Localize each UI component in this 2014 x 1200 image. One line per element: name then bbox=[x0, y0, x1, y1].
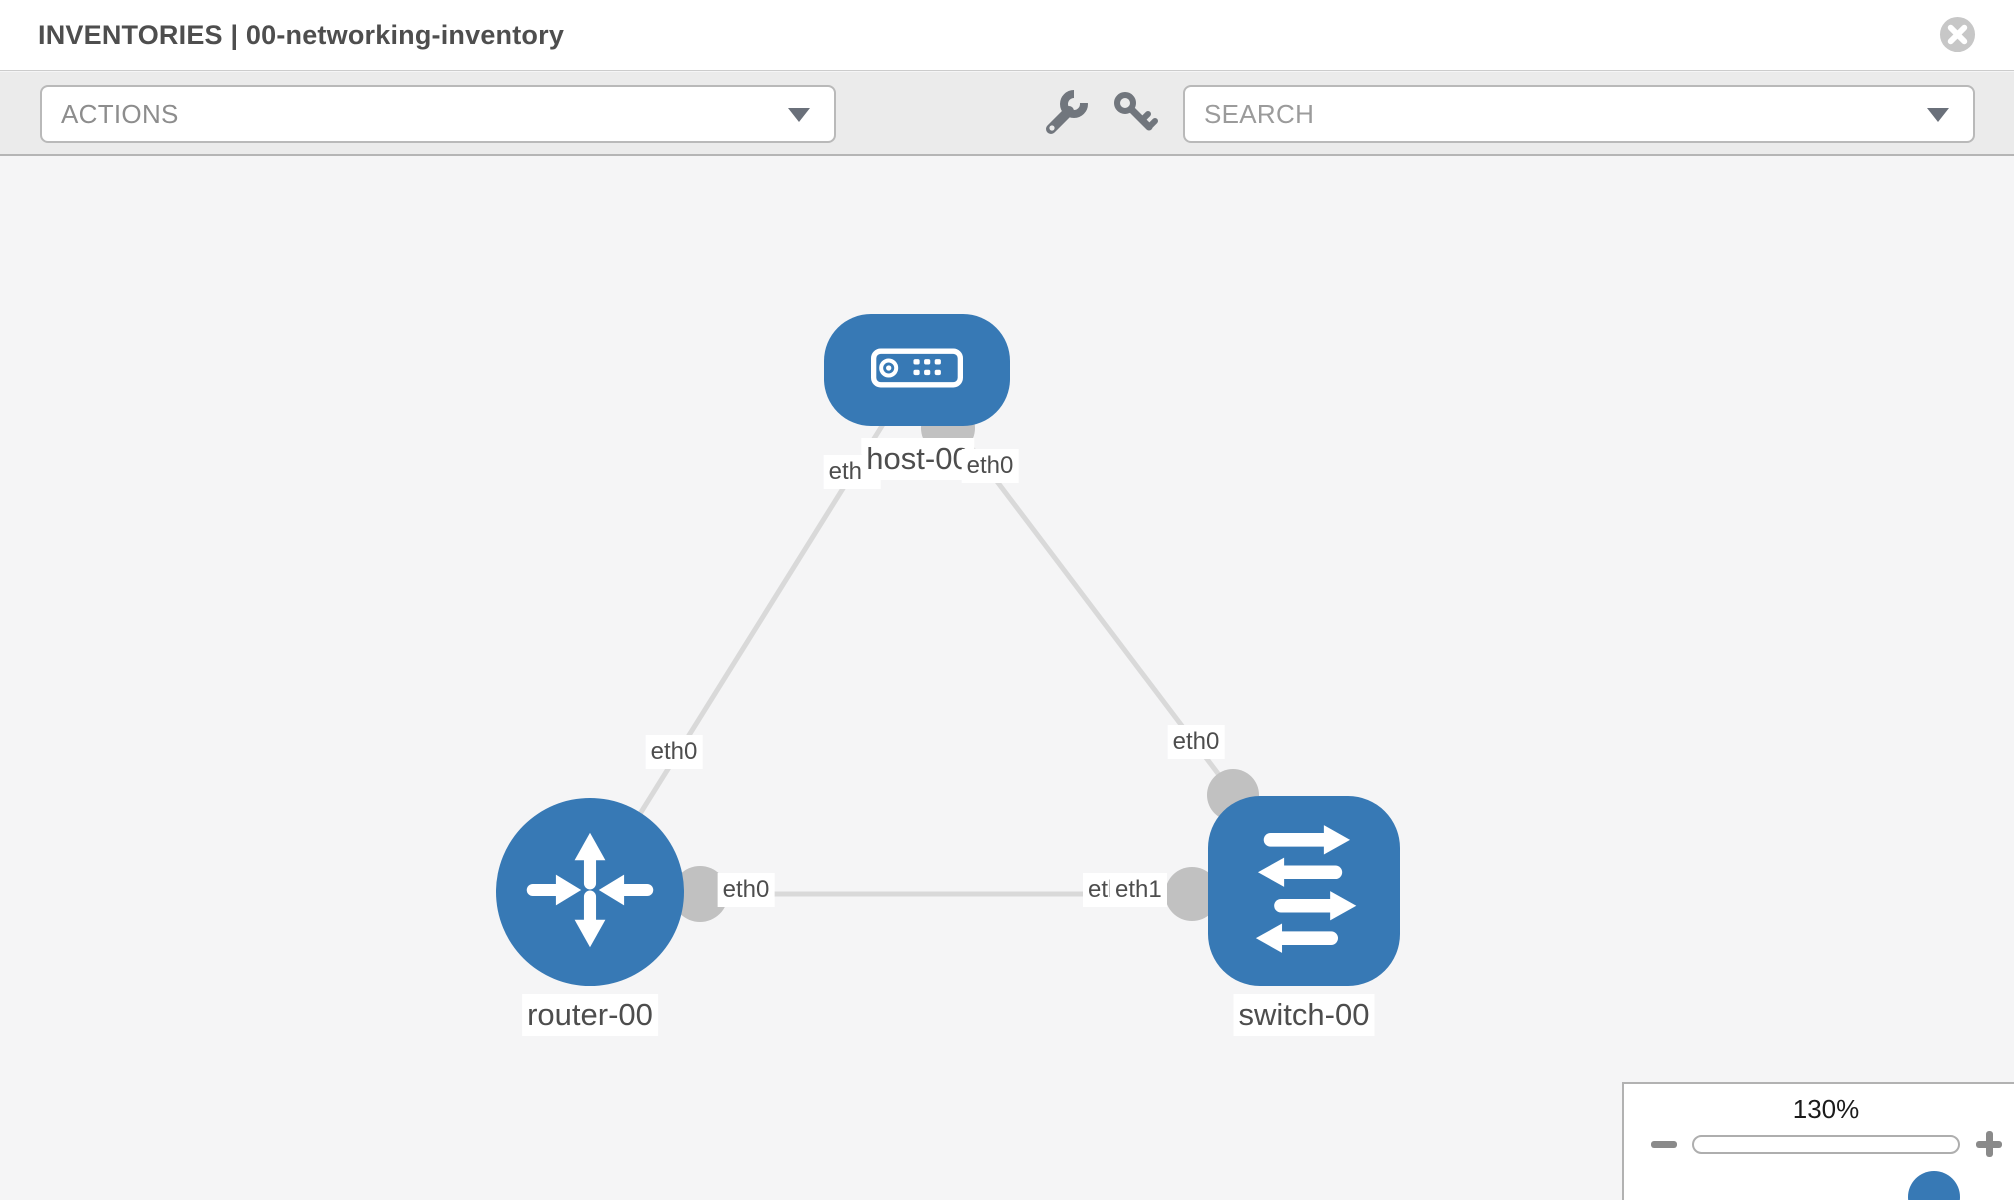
page-title: INVENTORIES | 00-networking-inventory bbox=[38, 20, 565, 50]
minus-icon bbox=[1651, 1141, 1677, 1148]
topology-edges bbox=[587, 371, 1240, 897]
search-dropdown-label: SEARCH bbox=[1204, 98, 1315, 129]
zoom-level-value: 130% bbox=[1792, 1094, 1860, 1124]
node-label-switch-00: switch-00 bbox=[1233, 994, 1375, 1036]
chevron-down-icon bbox=[1927, 108, 1949, 122]
zoom-slider-thumb[interactable] bbox=[1908, 1171, 1960, 1200]
actions-dropdown-label: ACTIONS bbox=[61, 98, 179, 129]
credentials-button[interactable] bbox=[1111, 89, 1159, 137]
zoom-in-button[interactable] bbox=[1973, 1128, 2005, 1160]
interface-label: eth0 bbox=[961, 449, 1019, 483]
zoom-out-button[interactable] bbox=[1648, 1128, 1680, 1160]
wrench-icon bbox=[1041, 90, 1090, 140]
router-arrows-icon bbox=[524, 824, 656, 961]
page-header: INVENTORIES | 00-networking-inventory bbox=[0, 0, 2014, 71]
zoom-slider-track[interactable] bbox=[1692, 1135, 1960, 1200]
zoom-control-panel: 130% bbox=[1622, 1082, 2014, 1200]
node-label-router-00: router-00 bbox=[522, 994, 658, 1036]
topology-canvas[interactable]: eth0 host-00 eth0 eth0 eth0 eth0 eth0 et… bbox=[0, 158, 2014, 1200]
key-icon bbox=[1111, 92, 1159, 140]
plus-icon bbox=[1985, 1131, 1993, 1157]
interface-label: eth0 bbox=[1167, 725, 1225, 759]
chevron-down-icon bbox=[788, 108, 810, 122]
toolbar: ACTIONS bbox=[0, 72, 2014, 156]
interface-label: eth0 bbox=[645, 735, 703, 769]
host-server-icon bbox=[871, 348, 963, 393]
actions-dropdown[interactable]: ACTIONS bbox=[40, 85, 836, 143]
search-dropdown[interactable]: SEARCH bbox=[1183, 85, 1975, 143]
interface-label: eth0 bbox=[717, 873, 775, 907]
node-host-00[interactable] bbox=[824, 314, 1010, 426]
node-label-host-00: host-00 bbox=[861, 438, 975, 480]
tools-button[interactable] bbox=[1041, 89, 1090, 140]
node-switch-00[interactable] bbox=[1208, 796, 1400, 986]
interface-label: eth1 bbox=[1110, 873, 1167, 907]
close-circle-icon bbox=[1939, 16, 1976, 56]
close-button[interactable] bbox=[1939, 16, 1976, 53]
switch-arrows-icon bbox=[1236, 821, 1372, 962]
node-router-00[interactable] bbox=[496, 798, 684, 986]
